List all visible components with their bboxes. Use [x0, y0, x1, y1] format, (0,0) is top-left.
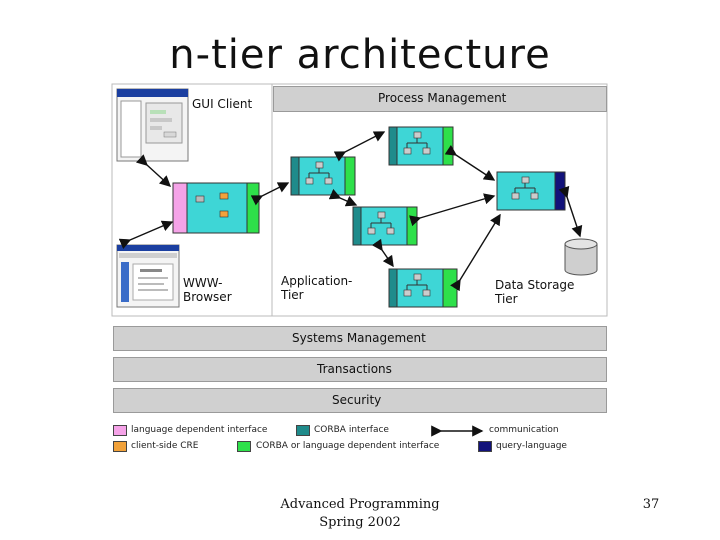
arrow-app3-to-app4	[371, 238, 394, 268]
footer-term: Spring 2002	[319, 515, 401, 530]
legend-swatch-pink	[113, 425, 127, 436]
arrow-browser-to-client	[118, 220, 174, 250]
arrow-app1-to-app2	[333, 131, 386, 162]
legend-client-side-cre: client-side CRE	[131, 441, 199, 451]
gui-client-screenshot-icon	[116, 88, 189, 162]
data-storage-component	[496, 171, 566, 211]
legend-swatch-green	[237, 441, 251, 452]
transactions-bar: Transactions	[113, 357, 607, 382]
process-management-bar: Process Management	[273, 86, 607, 112]
app-server-4	[388, 268, 458, 308]
diagram-frame	[111, 83, 608, 317]
database-icon	[564, 238, 598, 276]
arrow-app1-to-app3	[328, 188, 358, 207]
transactions-label: Transactions	[317, 362, 392, 376]
legend-swatch-teal	[296, 425, 310, 436]
app-server-3	[352, 206, 418, 246]
application-tier-label: Application- Tier	[281, 274, 353, 302]
systems-management-bar: Systems Management	[113, 326, 607, 351]
app-server-1	[290, 156, 356, 196]
arrow-gui-to-client	[135, 154, 172, 187]
client-component	[172, 182, 260, 234]
process-management-label: Process Management	[378, 91, 507, 105]
data-storage-tier-label: Data Storage Tier	[495, 278, 575, 306]
legend-swatch-navy	[478, 441, 492, 452]
arrow-app2-to-datastore	[444, 144, 496, 181]
arrow-client-to-app1	[250, 182, 290, 206]
legend-communication: communication	[489, 425, 559, 435]
systems-management-label: Systems Management	[292, 331, 426, 345]
legend-swatch-orange	[113, 441, 127, 452]
app-server-2	[388, 126, 454, 166]
security-label: Security	[332, 393, 382, 407]
legend-corba-or-lang: CORBA or language dependent interface	[256, 441, 440, 451]
legend-lang-interface: language dependent interface	[131, 425, 268, 435]
legend-corba-interface: CORBA interface	[314, 425, 389, 435]
www-browser-screenshot-icon	[116, 244, 180, 308]
slide-title: n-tier architecture	[169, 32, 551, 78]
arrow-datastore-to-db	[558, 185, 583, 238]
legend-query-language: query-language	[496, 441, 567, 451]
footer-course: Advanced Programming	[280, 497, 440, 512]
security-bar: Security	[113, 388, 607, 413]
arrow-app3-to-datastore	[409, 193, 496, 227]
gui-client-label: GUI Client	[192, 97, 253, 111]
www-browser-label: WWW- Browser	[183, 276, 232, 304]
page-number: 37	[642, 497, 660, 512]
arrow-app4-to-datastore	[450, 213, 501, 292]
